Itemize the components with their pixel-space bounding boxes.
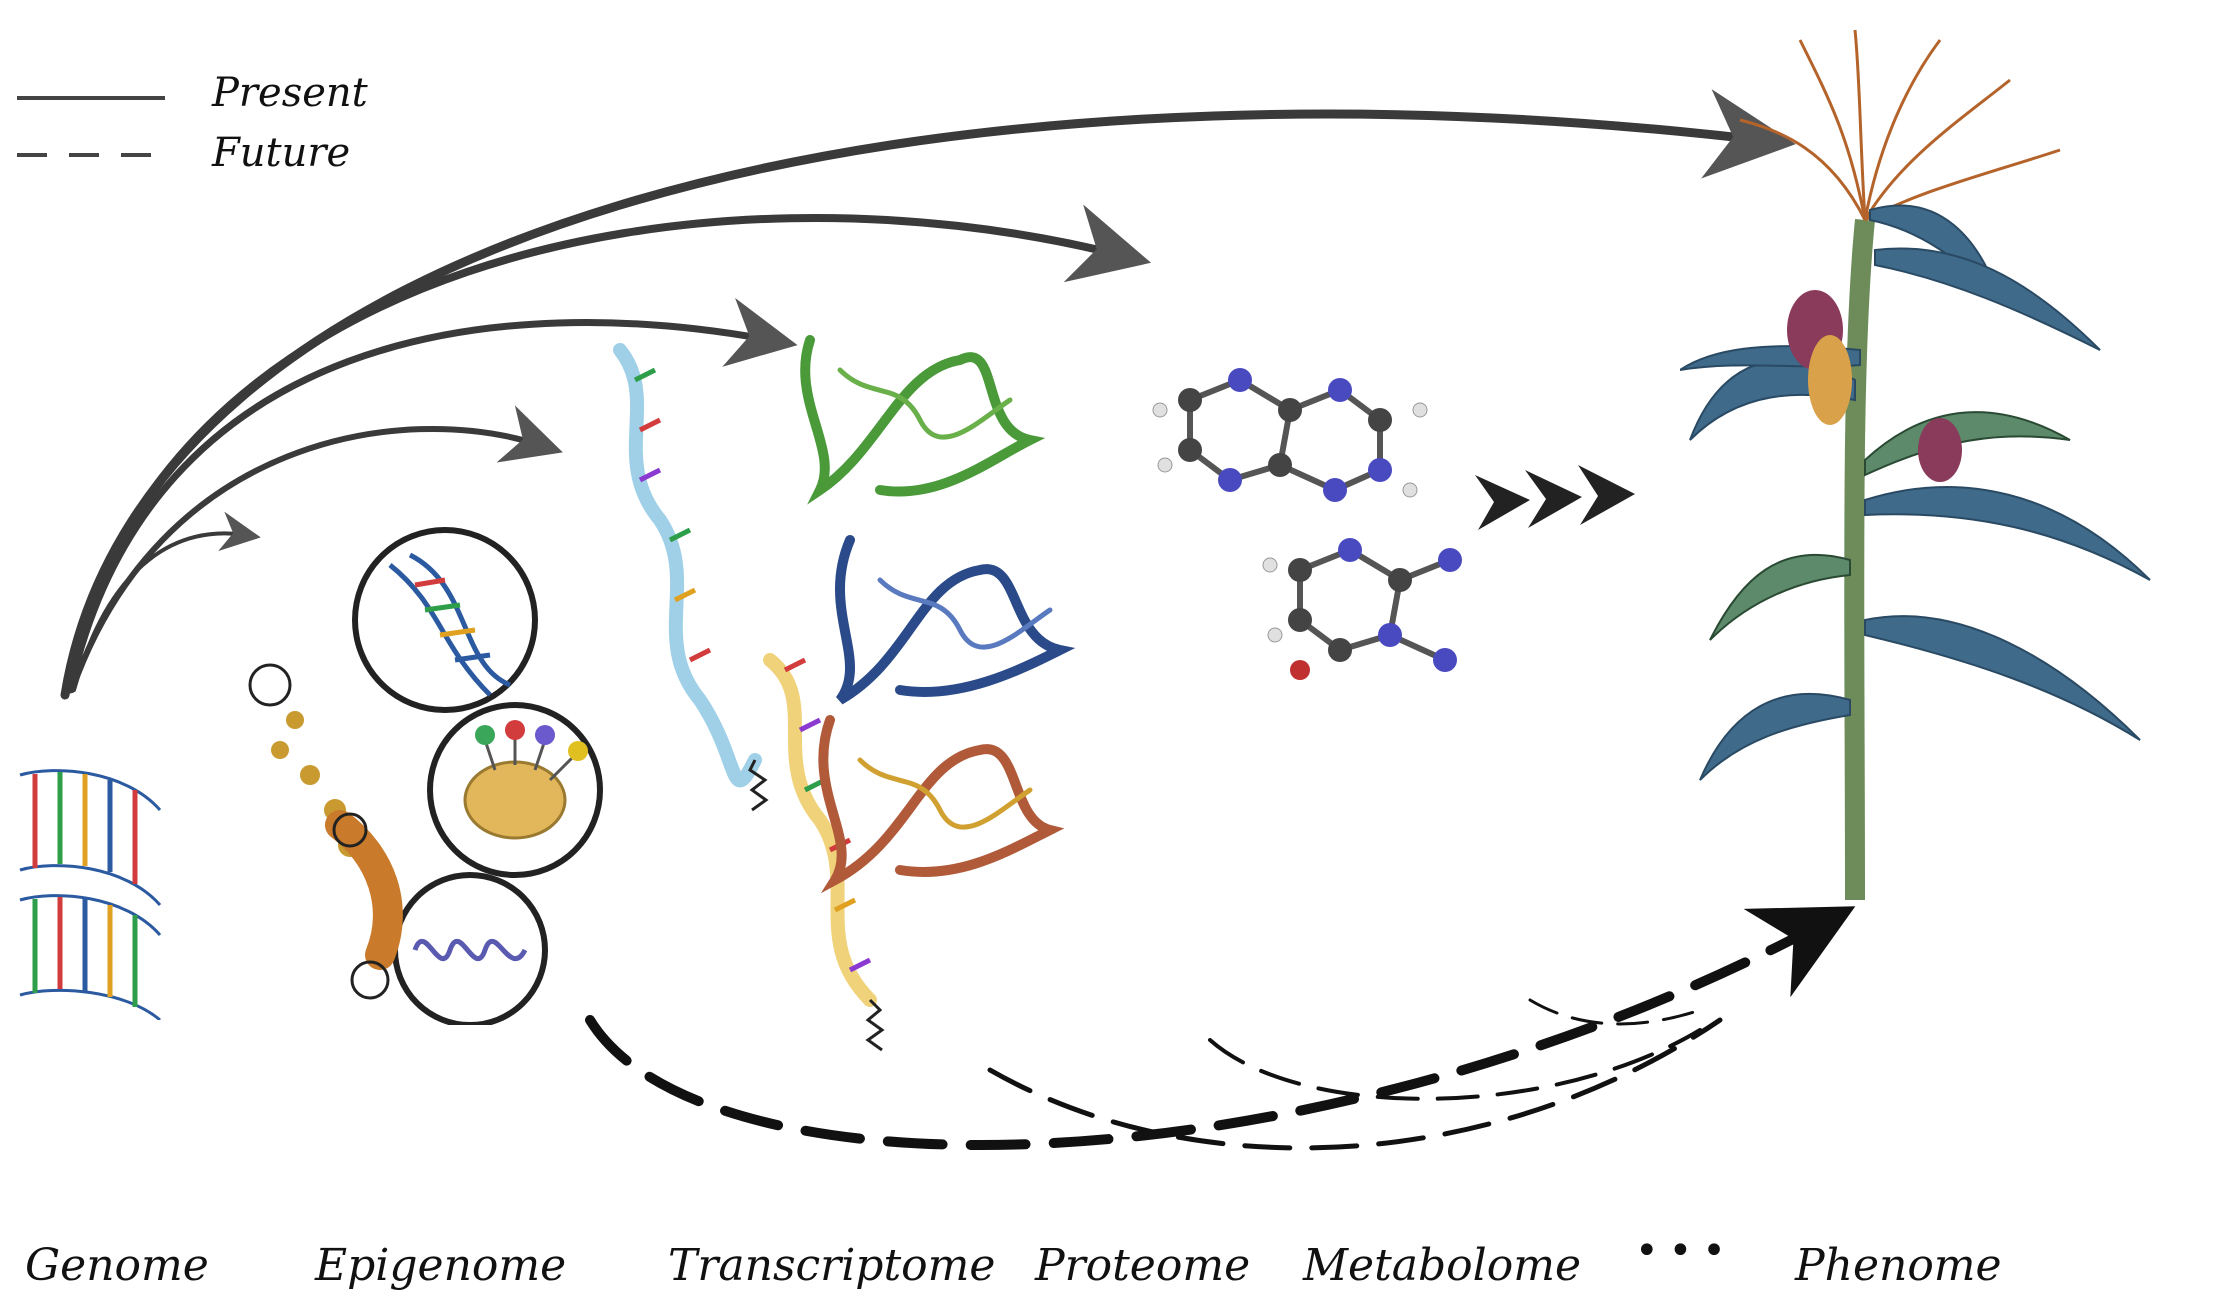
stage-label-genome: Genome bbox=[25, 1240, 209, 1291]
legend-future-label: Future bbox=[212, 130, 351, 176]
stage-label-epigenome: Epigenome bbox=[315, 1240, 567, 1291]
arrow-to-metabolome bbox=[64, 204, 1152, 694]
legend-present-line bbox=[17, 96, 165, 100]
future-arrow-metabolome bbox=[1528, 998, 1702, 1026]
legend-future-line bbox=[17, 153, 165, 157]
epigenome-chromatin-icon bbox=[248, 527, 603, 1025]
stage-ellipsis: ••• bbox=[1635, 1228, 1736, 1274]
future-arrow-proteome bbox=[1208, 1028, 1702, 1101]
proteome-protein-icon bbox=[800, 335, 1076, 894]
continuation-chevrons bbox=[1475, 465, 1635, 530]
future-arrow-epigenome bbox=[585, 906, 1856, 1150]
arrow-to-proteome bbox=[66, 297, 798, 694]
future-arrow-transcriptome bbox=[987, 1017, 1723, 1151]
transcriptome-rna-icon bbox=[613, 343, 885, 1052]
stage-label-proteome: Proteome bbox=[1035, 1240, 1251, 1291]
phenome-maize-plant-icon bbox=[1680, 29, 2151, 901]
legend-present-label: Present bbox=[212, 70, 368, 116]
arrow-to-epigenome bbox=[72, 511, 261, 692]
arrow-to-transcriptome bbox=[69, 405, 563, 693]
metabolome-molecule-icon bbox=[1152, 368, 1462, 680]
stage-label-transcriptome: Transcriptome bbox=[668, 1240, 996, 1291]
stage-label-phenome: Phenome bbox=[1795, 1240, 2002, 1291]
genome-dna-icon bbox=[19, 769, 162, 1020]
stage-label-metabolome: Metabolome bbox=[1303, 1240, 1581, 1291]
